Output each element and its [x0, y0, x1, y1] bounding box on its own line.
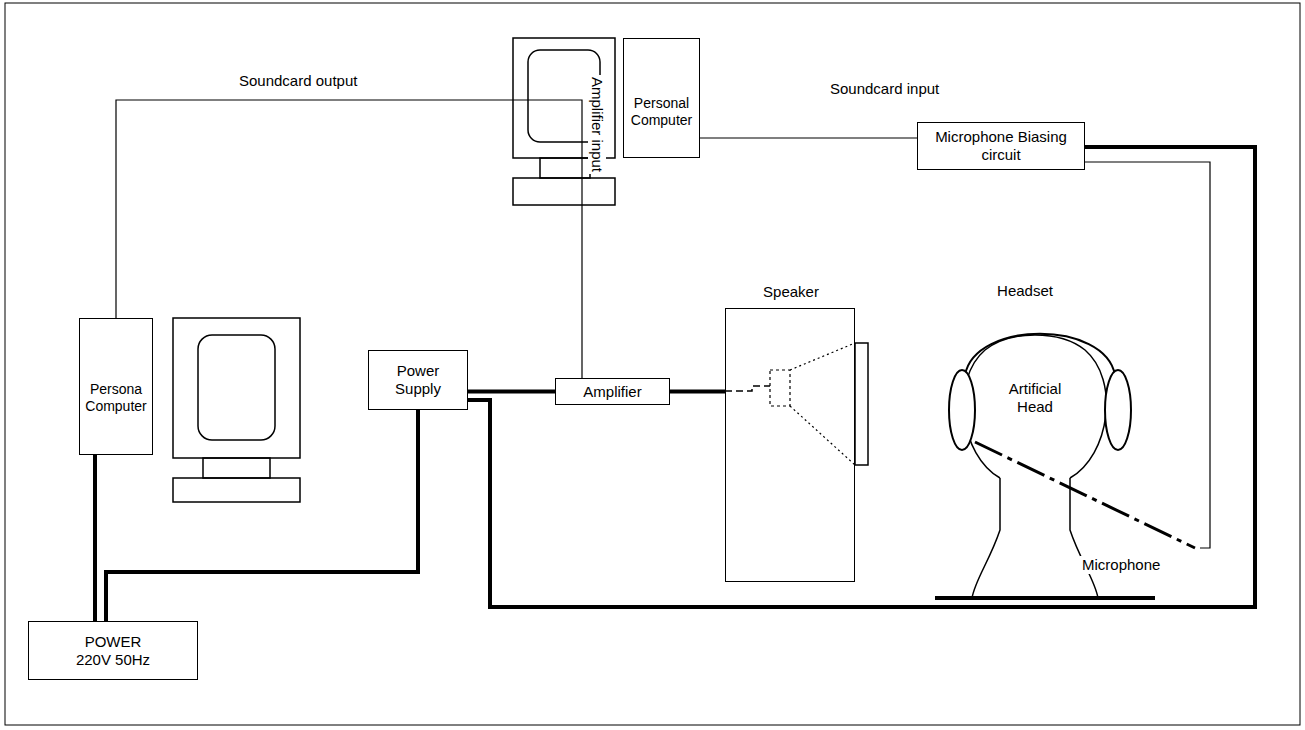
head-outline: [964, 335, 1107, 478]
computer-tower: Personal Computer: [623, 38, 700, 158]
speaker-cone: [790, 406, 855, 465]
monitor-left: [173, 318, 300, 502]
signal-label: Soundcard output: [237, 72, 359, 90]
speaker-box: Speaker: [725, 308, 855, 582]
node-text: Power Supply: [378, 362, 458, 398]
speaker-driver: [725, 343, 868, 465]
ear-cup: [949, 370, 975, 450]
node-text: POWER 220V 50Hz: [68, 633, 158, 669]
monitor-base: [173, 478, 300, 502]
signal-cable: [700, 137, 917, 138]
computer-tower: Persona Computer: [79, 318, 153, 455]
speaker-baffle: [855, 343, 868, 465]
node-text: Personal Computer: [624, 95, 699, 129]
signal-label: Amplifier input: [588, 75, 606, 174]
signal-cable: [1085, 162, 1210, 548]
headband: [965, 334, 1115, 375]
monitor-base: [513, 178, 615, 205]
speaker-coil-wire: [725, 386, 770, 391]
artificial-head-figure: [935, 334, 1195, 598]
node-text: Artificial Head: [993, 380, 1077, 416]
microphone-boom: [975, 442, 1195, 548]
ear-cup: [1105, 370, 1131, 450]
speaker-magnet: [770, 370, 790, 406]
power-cable: [468, 390, 555, 394]
speaker-cone: [790, 343, 855, 370]
power-supply-box: Power Supply: [368, 350, 468, 410]
node-text: Amplifier: [583, 383, 641, 401]
drive-bays: [90, 45, 675, 377]
power-cable: [468, 147, 1255, 607]
signal-label: Soundcard input: [828, 80, 941, 98]
mains-power-box: POWER 220V 50Hz: [28, 621, 198, 680]
outer-frame: [5, 3, 1300, 725]
power-cable: [670, 390, 725, 394]
headset-figure: HeadsetArtificial Head: [935, 280, 1200, 600]
monitor-screen: [198, 335, 275, 440]
power-cable: [93, 455, 97, 621]
monitor-case: [173, 318, 300, 458]
head-stand: [935, 596, 1155, 600]
monitor-stand: [203, 458, 270, 478]
neck-left: [972, 478, 1000, 598]
node-text: Speaker: [746, 283, 836, 301]
amplifier-box: Amplifier: [555, 378, 670, 405]
monitor-top: [513, 38, 615, 205]
signal-cable: [116, 100, 582, 378]
node-text: Persona Computer: [80, 381, 152, 415]
part-label: Microphone: [1080, 556, 1162, 574]
node-text: Headset: [985, 282, 1065, 300]
biasing-circuit-box: Microphone Biasing circuit: [917, 122, 1085, 170]
node-text: Microphone Biasing circuit: [926, 128, 1076, 164]
